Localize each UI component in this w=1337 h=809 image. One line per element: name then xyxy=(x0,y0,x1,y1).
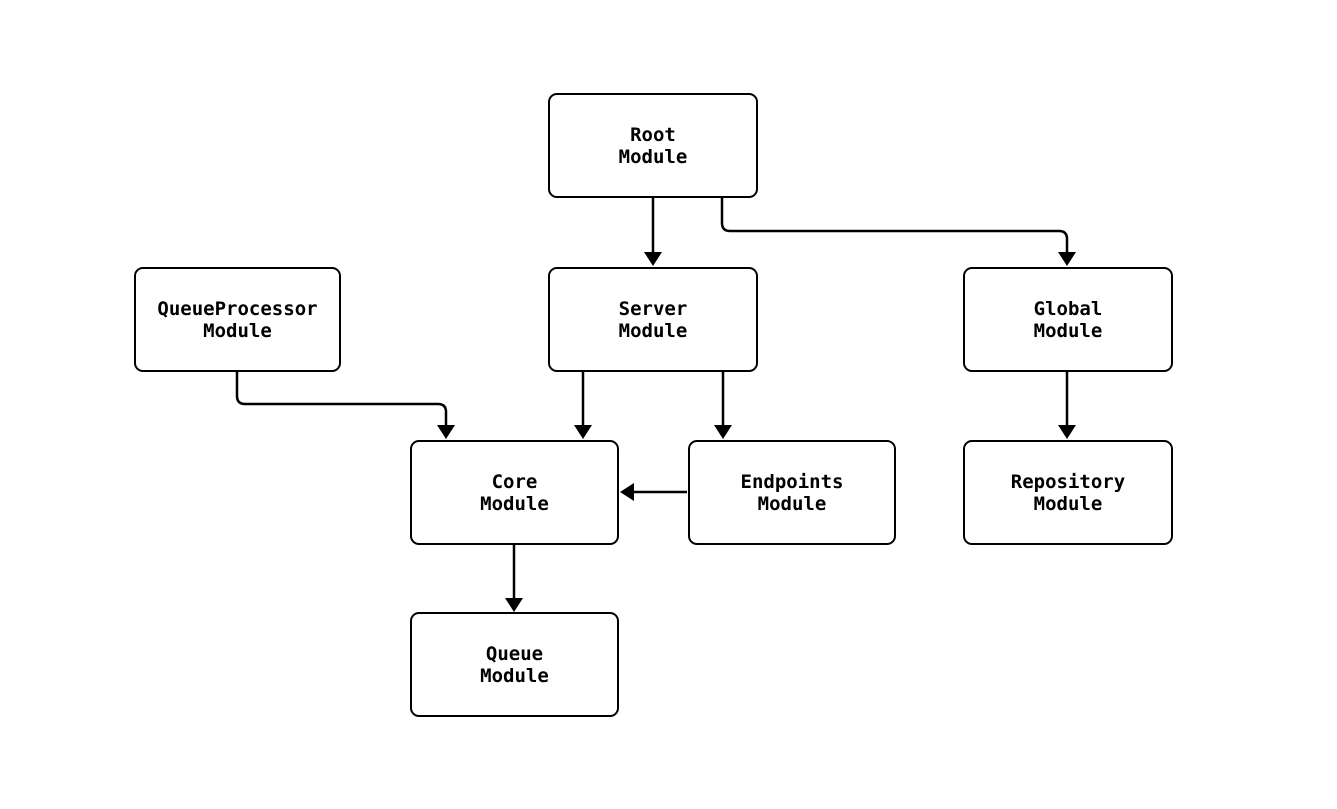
edge-root-global xyxy=(720,198,1076,266)
node-queue-module: Queue Module xyxy=(410,612,619,717)
node-global-module: Global Module xyxy=(963,267,1173,372)
edge-server-core xyxy=(574,372,592,439)
edge-server-endpoints xyxy=(714,372,732,439)
node-root-module: Root Module xyxy=(548,93,758,198)
node-endpoints-module: Endpoints Module xyxy=(688,440,896,545)
node-core-module: Core Module xyxy=(410,440,619,545)
edge-core-queue xyxy=(505,545,523,612)
edge-global-repository xyxy=(1058,372,1076,439)
edge-root-server xyxy=(644,198,662,266)
node-queueprocessor-module: QueueProcessor Module xyxy=(134,267,341,372)
edge-endpoints-core xyxy=(620,483,687,501)
edge-queueprocessor-core xyxy=(235,372,455,439)
node-server-module: Server Module xyxy=(548,267,758,372)
node-repository-module: Repository Module xyxy=(963,440,1173,545)
